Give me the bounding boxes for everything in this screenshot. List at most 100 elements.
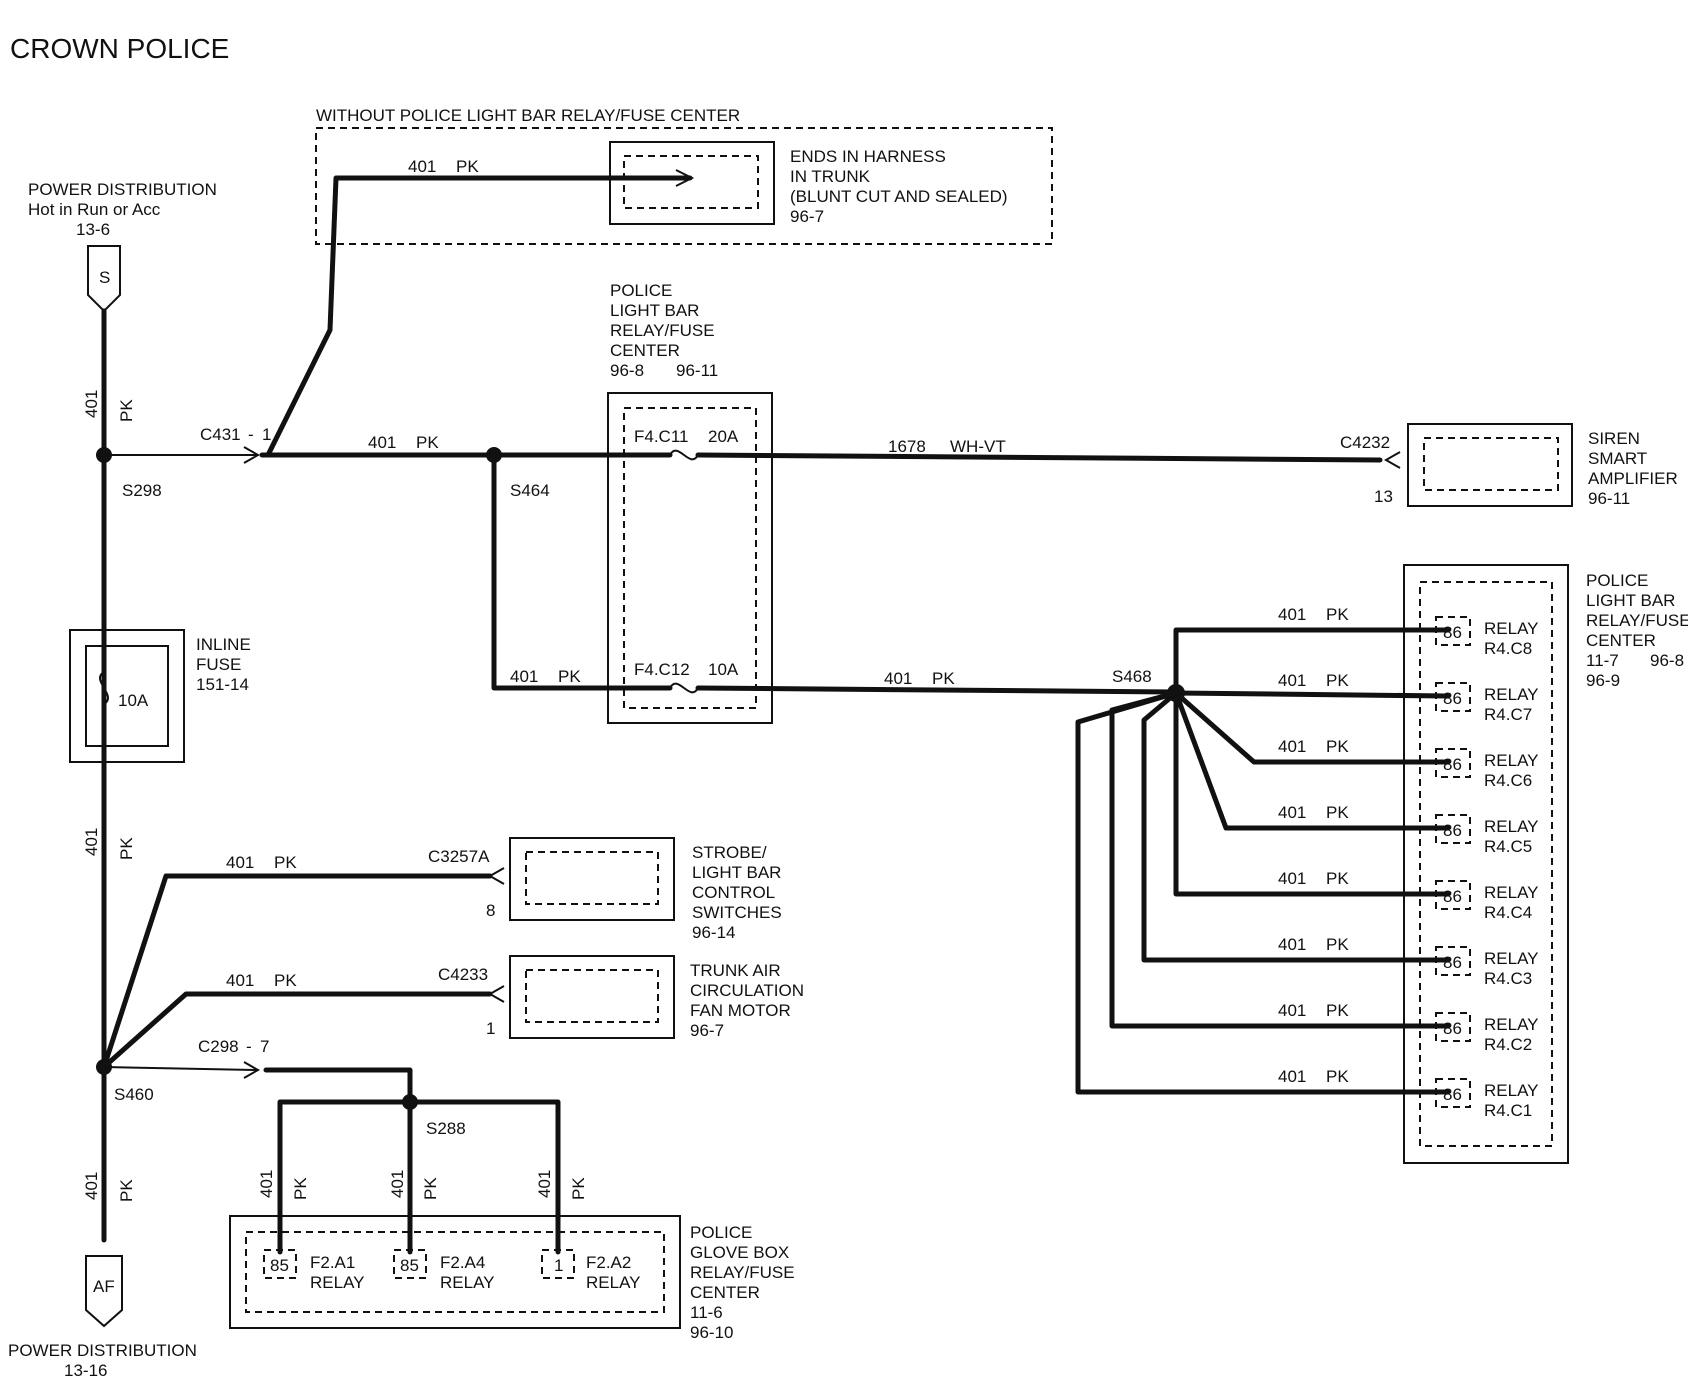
relay-pin-box [1435,814,1471,844]
wire-1678-circuit: 1678 [888,437,926,456]
c298-pin: 7 [260,1037,269,1056]
glove-box-line-4: CENTER [690,1283,760,1302]
wire-label-circuit: 401 [408,157,436,176]
wire-label-circuit: 401 [82,1172,101,1200]
harness-end-inner [623,155,759,209]
wire-label-circuit: 401 [510,667,538,686]
wire-label-color: PK [569,1177,588,1200]
fuse-f4c12-rating: 10A [708,660,739,679]
wire-label-color: PK [932,669,955,688]
relay-id: R4.C4 [1484,903,1532,922]
splice-s288-label: S288 [426,1119,466,1138]
fuse-center-line-4: CENTER [610,341,680,360]
relay-pin-box [1435,880,1471,910]
page-title: CROWN POLICE [10,33,229,64]
inline-fuse-line-1: INLINE [196,635,251,654]
relay-pin: 86 [1443,1085,1462,1104]
fuse-f4c12-label: F4.C12 [634,660,690,679]
relay-id: R4.C1 [1484,1101,1532,1120]
c4232-arrow [1383,451,1401,469]
wire-to-relay-r4c5 [1173,690,1451,831]
fuse-f4c12-symbol [669,682,699,694]
relay-pin: 86 [1443,953,1462,972]
fuse-f4c11-rating: 20A [708,427,739,446]
wire-to-relay-r4c1 [1075,690,1451,1095]
wire-to-relay-r4c7 [1173,690,1451,699]
glove-pin-box [541,1249,575,1279]
glove-pin-box [393,1249,427,1279]
inline-fuse-line-2: FUSE [196,655,241,674]
trunk-fan-line-1: TRUNK AIR [690,961,781,980]
inline-fuse: 10A INLINE FUSE 151-14 [69,629,251,763]
c4232-pin: 13 [1374,487,1393,506]
wire-to-trunk-harness [265,175,693,458]
relay-pin-box [1435,682,1471,712]
ends-harness-line-2: IN TRUNK [790,167,871,186]
relay-pin: 86 [1443,755,1462,774]
relay-pin-box [1435,1012,1471,1042]
siren-inner [1423,437,1559,491]
wire-to-strobe [101,873,493,1070]
wire-label-circuit: 401 [1278,869,1306,888]
trunk-fan-line-2: CIRCULATION [690,981,804,1000]
wire-to-trunk-fan [101,991,493,1070]
fuse-center-ref-2: 96-11 [676,361,718,380]
strobe-inner [525,851,659,905]
wire-label-color: PK [1326,935,1349,954]
fanout-wire-labels: 401 PK 401 PK 401 PK 401 PK 401 PK 401 P… [1278,605,1349,1086]
relay-center-line-2: LIGHT BAR [1586,591,1675,610]
inline-fuse-box [69,629,185,763]
c4233-arrow [487,985,505,1003]
c298-wire [103,1066,259,1071]
glove-box-line-6: 96-10 [690,1323,733,1342]
relay-name: RELAY [1484,949,1539,968]
fuse-center-inner [623,407,757,709]
relay-center-box [1403,564,1569,1164]
strobe-line-3: CONTROL [692,883,775,902]
fuse-center-line-1: POLICE [610,281,672,300]
relay-name: RELAY [1484,619,1539,638]
glove-relay-pin: 85 [400,1256,419,1275]
strobe-line-1: STROBE/ [692,843,767,862]
relay-name: RELAY [1484,685,1539,704]
relay-id: R4.C2 [1484,1035,1532,1054]
relay-r4c3: 86 RELAY R4.C3 [1435,946,1539,988]
c431-label: C431 [200,425,241,444]
glove-box-line-2: GLOVE BOX [690,1243,789,1262]
relay-center-ref-a: 11-7 [1586,651,1619,670]
relay-r4c6: 86 RELAY R4.C6 [1435,748,1539,790]
strobe-line-4: SWITCHES [692,903,782,922]
relay-id: R4.C6 [1484,771,1532,790]
inline-fuse-inner [85,645,169,747]
relay-id: R4.C3 [1484,969,1532,988]
c4233-pin: 1 [486,1019,495,1038]
power-top-label-2: Hot in Run or Acc [28,200,161,219]
wire-label-circuit: 401 [388,1170,407,1198]
wire-label-color: PK [291,1177,310,1200]
glove-box-line-3: RELAY/FUSE [690,1263,795,1282]
wire-label-color: PK [416,433,439,452]
fuse-f4c11-label: F4.C11 [634,427,689,446]
inline-fuse-rating: 10A [118,691,149,710]
wire-c298-s288 [263,1067,413,1105]
wire-to-relay-r4c6 [1173,690,1451,765]
wire-s464-f4c12 [491,452,673,691]
relay-pin-box [1435,748,1471,778]
c3257a-pin: 8 [486,901,495,920]
ends-harness-line-4: 96-7 [790,207,824,226]
harness-end-box [609,141,775,225]
relay-center-line-4: CENTER [1586,631,1656,650]
wire-to-relay-r4c8 [1173,627,1451,696]
relay-r4c2: 86 RELAY R4.C2 [1435,1012,1539,1054]
relay-r4c1: 86 RELAY R4.C1 [1435,1078,1539,1120]
trunk-fan-line-3: FAN MOTOR [690,1001,791,1020]
wire-label-circuit: 401 [82,828,101,856]
wire-label-circuit: 401 [1278,671,1306,690]
relay-pin: 86 [1443,689,1462,708]
splice-s464-label: S464 [510,481,550,500]
trunk-fan-line-4: 96-7 [690,1021,724,1040]
glove-relay-name: RELAY [440,1273,495,1292]
siren-line-3: AMPLIFIER [1588,469,1678,488]
without-light-bar-box [315,127,1053,245]
